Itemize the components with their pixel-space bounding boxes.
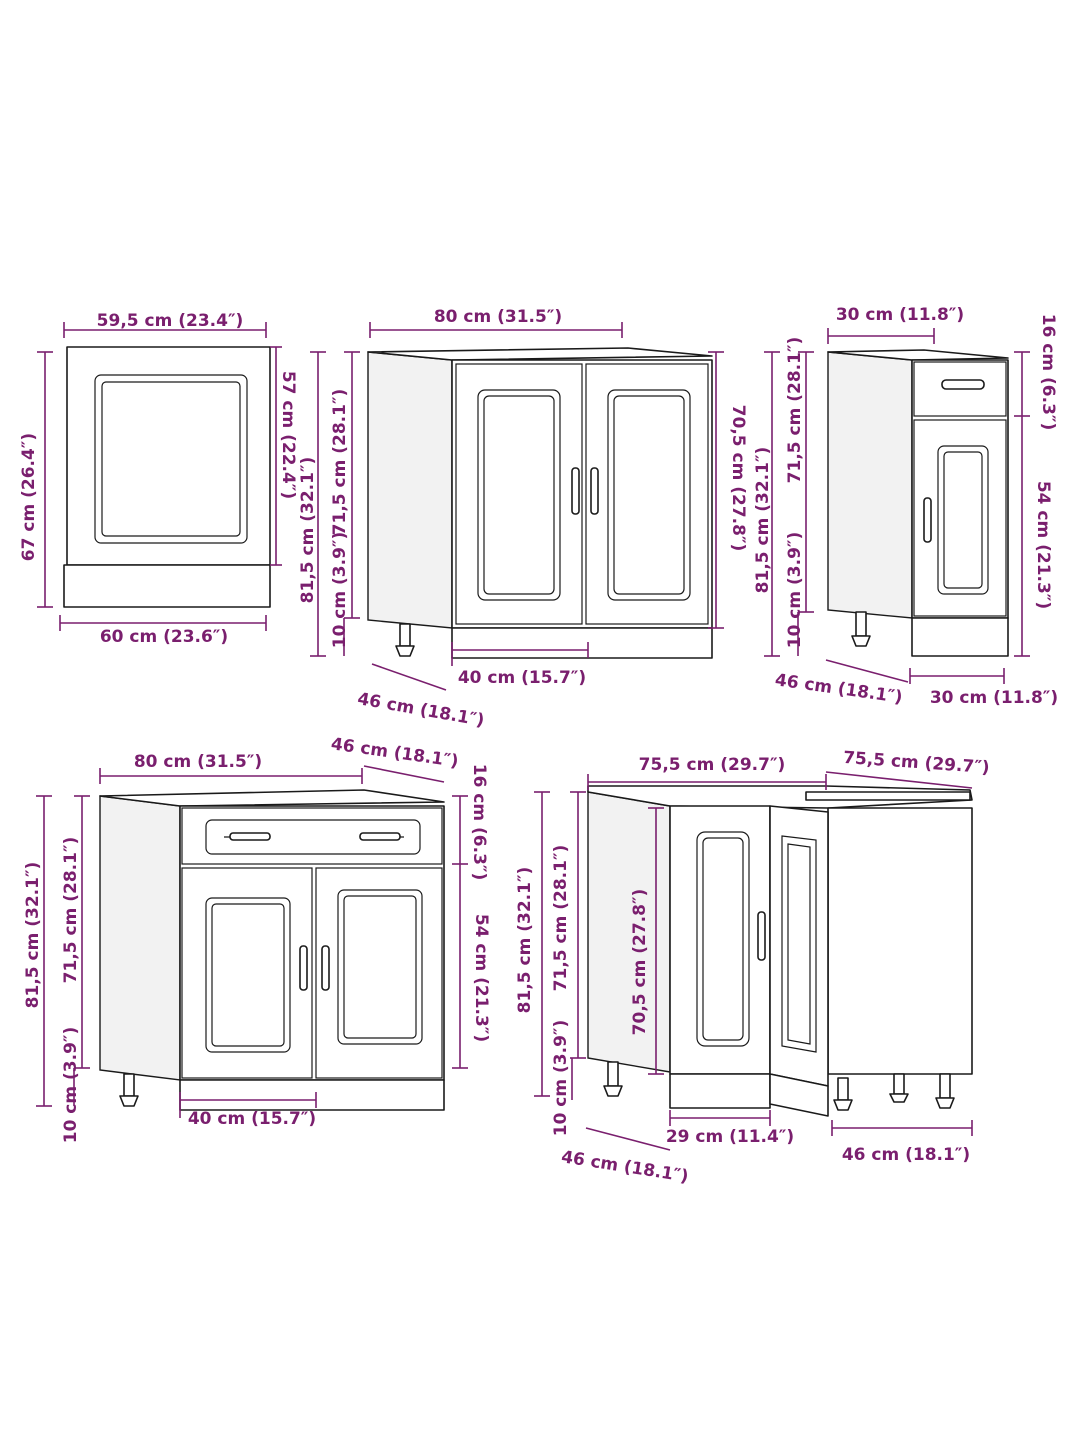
- oven-plinth: [63, 564, 271, 608]
- sink-top: [367, 347, 713, 361]
- corner-width-right-line: [825, 771, 973, 789]
- sink-depth-line: [371, 663, 447, 691]
- drawer-body-height-label: 71,5 cm (28.1″): [61, 837, 81, 984]
- narrow-total-height-label: 81,5 cm (32.1″): [753, 447, 773, 594]
- oven-bottom-width-label: 60 cm (23.6″): [100, 627, 228, 647]
- corner-plinth-left: [669, 1073, 771, 1109]
- narrow-plinth: [911, 617, 1009, 657]
- drawer-plinth: [179, 1079, 445, 1111]
- narrow-unit: 30 cm (11.8″) 16 cm (6.3″) 54 cm (21.3″)…: [753, 305, 1058, 708]
- sink-door-width-label: 40 cm (15.7″): [458, 668, 586, 688]
- drawer-drawer-height-label: 16 cm (6.3″): [469, 764, 489, 881]
- drawer-width-label: 80 cm (31.5″): [134, 752, 262, 772]
- corner-door-width-label: 29 cm (11.4″): [666, 1127, 794, 1147]
- narrow-door: [913, 419, 1007, 617]
- corner-front-right: [769, 805, 829, 1087]
- drawer-door-height-label: 54 cm (21.3″): [471, 914, 491, 1042]
- drawer-leg: [123, 1073, 135, 1097]
- sink-depth-label: 46 cm (18.1″): [356, 689, 486, 731]
- oven-top-width-label: 59,5 cm (23.4″): [97, 311, 244, 331]
- corner-depth-right-label: 46 cm (18.1″): [842, 1145, 970, 1165]
- narrow-leg: [855, 611, 867, 637]
- sink-plinth: [451, 627, 713, 659]
- narrow-door-height-label: 54 cm (21.3″): [1033, 481, 1053, 609]
- narrow-door-handle: [923, 497, 932, 543]
- corner-body-height-label: 71,5 cm (28.1″): [551, 845, 571, 992]
- sink-leg: [399, 623, 411, 647]
- drawer-depth-line: [363, 765, 445, 783]
- narrow-body-height-label: 71,5 cm (28.1″): [785, 337, 805, 484]
- narrow-drawer: [913, 361, 1007, 417]
- sink-width-label: 80 cm (31.5″): [434, 307, 562, 327]
- corner-door-handle: [757, 911, 766, 961]
- drawer-door-handle-right: [321, 945, 330, 991]
- corner-depth-left-label: 46 cm (18.1″): [560, 1147, 690, 1187]
- drawer-handle-left: [229, 832, 271, 841]
- narrow-depth-line: [825, 659, 909, 683]
- narrow-front: [911, 359, 1009, 619]
- sink-door-left: [455, 363, 583, 625]
- corner-front-left: [669, 805, 771, 1075]
- drawer-door-right: [315, 867, 443, 1079]
- sink-handle-left: [571, 467, 580, 515]
- oven-unit: 59,5 cm (23.4″) 60 cm (23.6″) 67 cm (26.…: [19, 311, 298, 647]
- narrow-bottom-width-label: 30 cm (11.8″): [930, 688, 1058, 708]
- drawer-depth-label: 46 cm (18.1″): [330, 734, 460, 772]
- drawer-handle-right: [359, 832, 401, 841]
- corner-unit: 75,5 cm (29.7″) 75,5 cm (29.7″) 81,5 cm …: [515, 748, 990, 1187]
- drawer-leg-height-label: 10 cm (3.9″): [61, 1027, 81, 1144]
- oven-height-label: 67 cm (26.4″): [19, 433, 39, 561]
- corner-side-panel: [587, 791, 671, 1073]
- sink-leg-height-label: 10 cm (3.9″): [330, 532, 350, 649]
- oven-window-outer: [94, 374, 248, 544]
- sink-side-panel: [367, 351, 453, 629]
- drawer-top: [99, 789, 445, 807]
- sink-handle-right: [590, 467, 599, 515]
- drawer-door-width-label: 40 cm (15.7″): [188, 1109, 316, 1129]
- sink-total-height-label: 81,5 cm (32.1″): [298, 457, 318, 604]
- corner-total-height-label: 81,5 cm (32.1″): [515, 867, 535, 1014]
- drawer-door-handle-left: [299, 945, 308, 991]
- narrow-top: [827, 349, 1009, 361]
- sink-door-height-label: 70,5 cm (27.8″): [728, 405, 748, 552]
- drawer-unit: 80 cm (31.5″) 46 cm (18.1″) 16 cm (6.3″)…: [23, 734, 491, 1143]
- narrow-drawer-height-label: 16 cm (6.3″): [1038, 314, 1058, 431]
- corner-depth-left-line: [585, 1127, 671, 1151]
- corner-right-side: [827, 807, 973, 1075]
- corner-door-height-label: 70,5 cm (27.8″): [630, 889, 650, 1036]
- corner-width-right-label: 75,5 cm (29.7″): [843, 748, 991, 778]
- oven-front-panel: [66, 346, 271, 566]
- corner-width-left-label: 75,5 cm (29.7″): [639, 755, 786, 775]
- drawer-drawer: [181, 807, 443, 865]
- drawer-door-left: [181, 867, 313, 1079]
- corner-leg-height-label: 10 cm (3.9″): [551, 1020, 571, 1137]
- narrow-drawer-handle: [941, 379, 985, 390]
- oven-window-inner: [101, 381, 241, 537]
- drawer-side-panel: [99, 795, 181, 1081]
- corner-leg-1: [607, 1061, 619, 1087]
- drawer-total-height-label: 81,5 cm (32.1″): [23, 862, 43, 1009]
- corner-plinth-right: [769, 1073, 829, 1117]
- narrow-side-panel: [827, 351, 913, 619]
- narrow-leg-height-label: 10 cm (3.9″): [785, 532, 805, 649]
- sink-door-right: [585, 363, 709, 625]
- sink-body-height-label: 71,5 cm (28.1″): [330, 389, 350, 536]
- narrow-width-label: 30 cm (11.8″): [836, 305, 964, 325]
- oven-inner-height-label: 57 cm (22.4″): [278, 371, 298, 499]
- sink-unit: 80 cm (31.5″) 70,5 cm (27.8″) 81,5 cm (3…: [298, 307, 748, 731]
